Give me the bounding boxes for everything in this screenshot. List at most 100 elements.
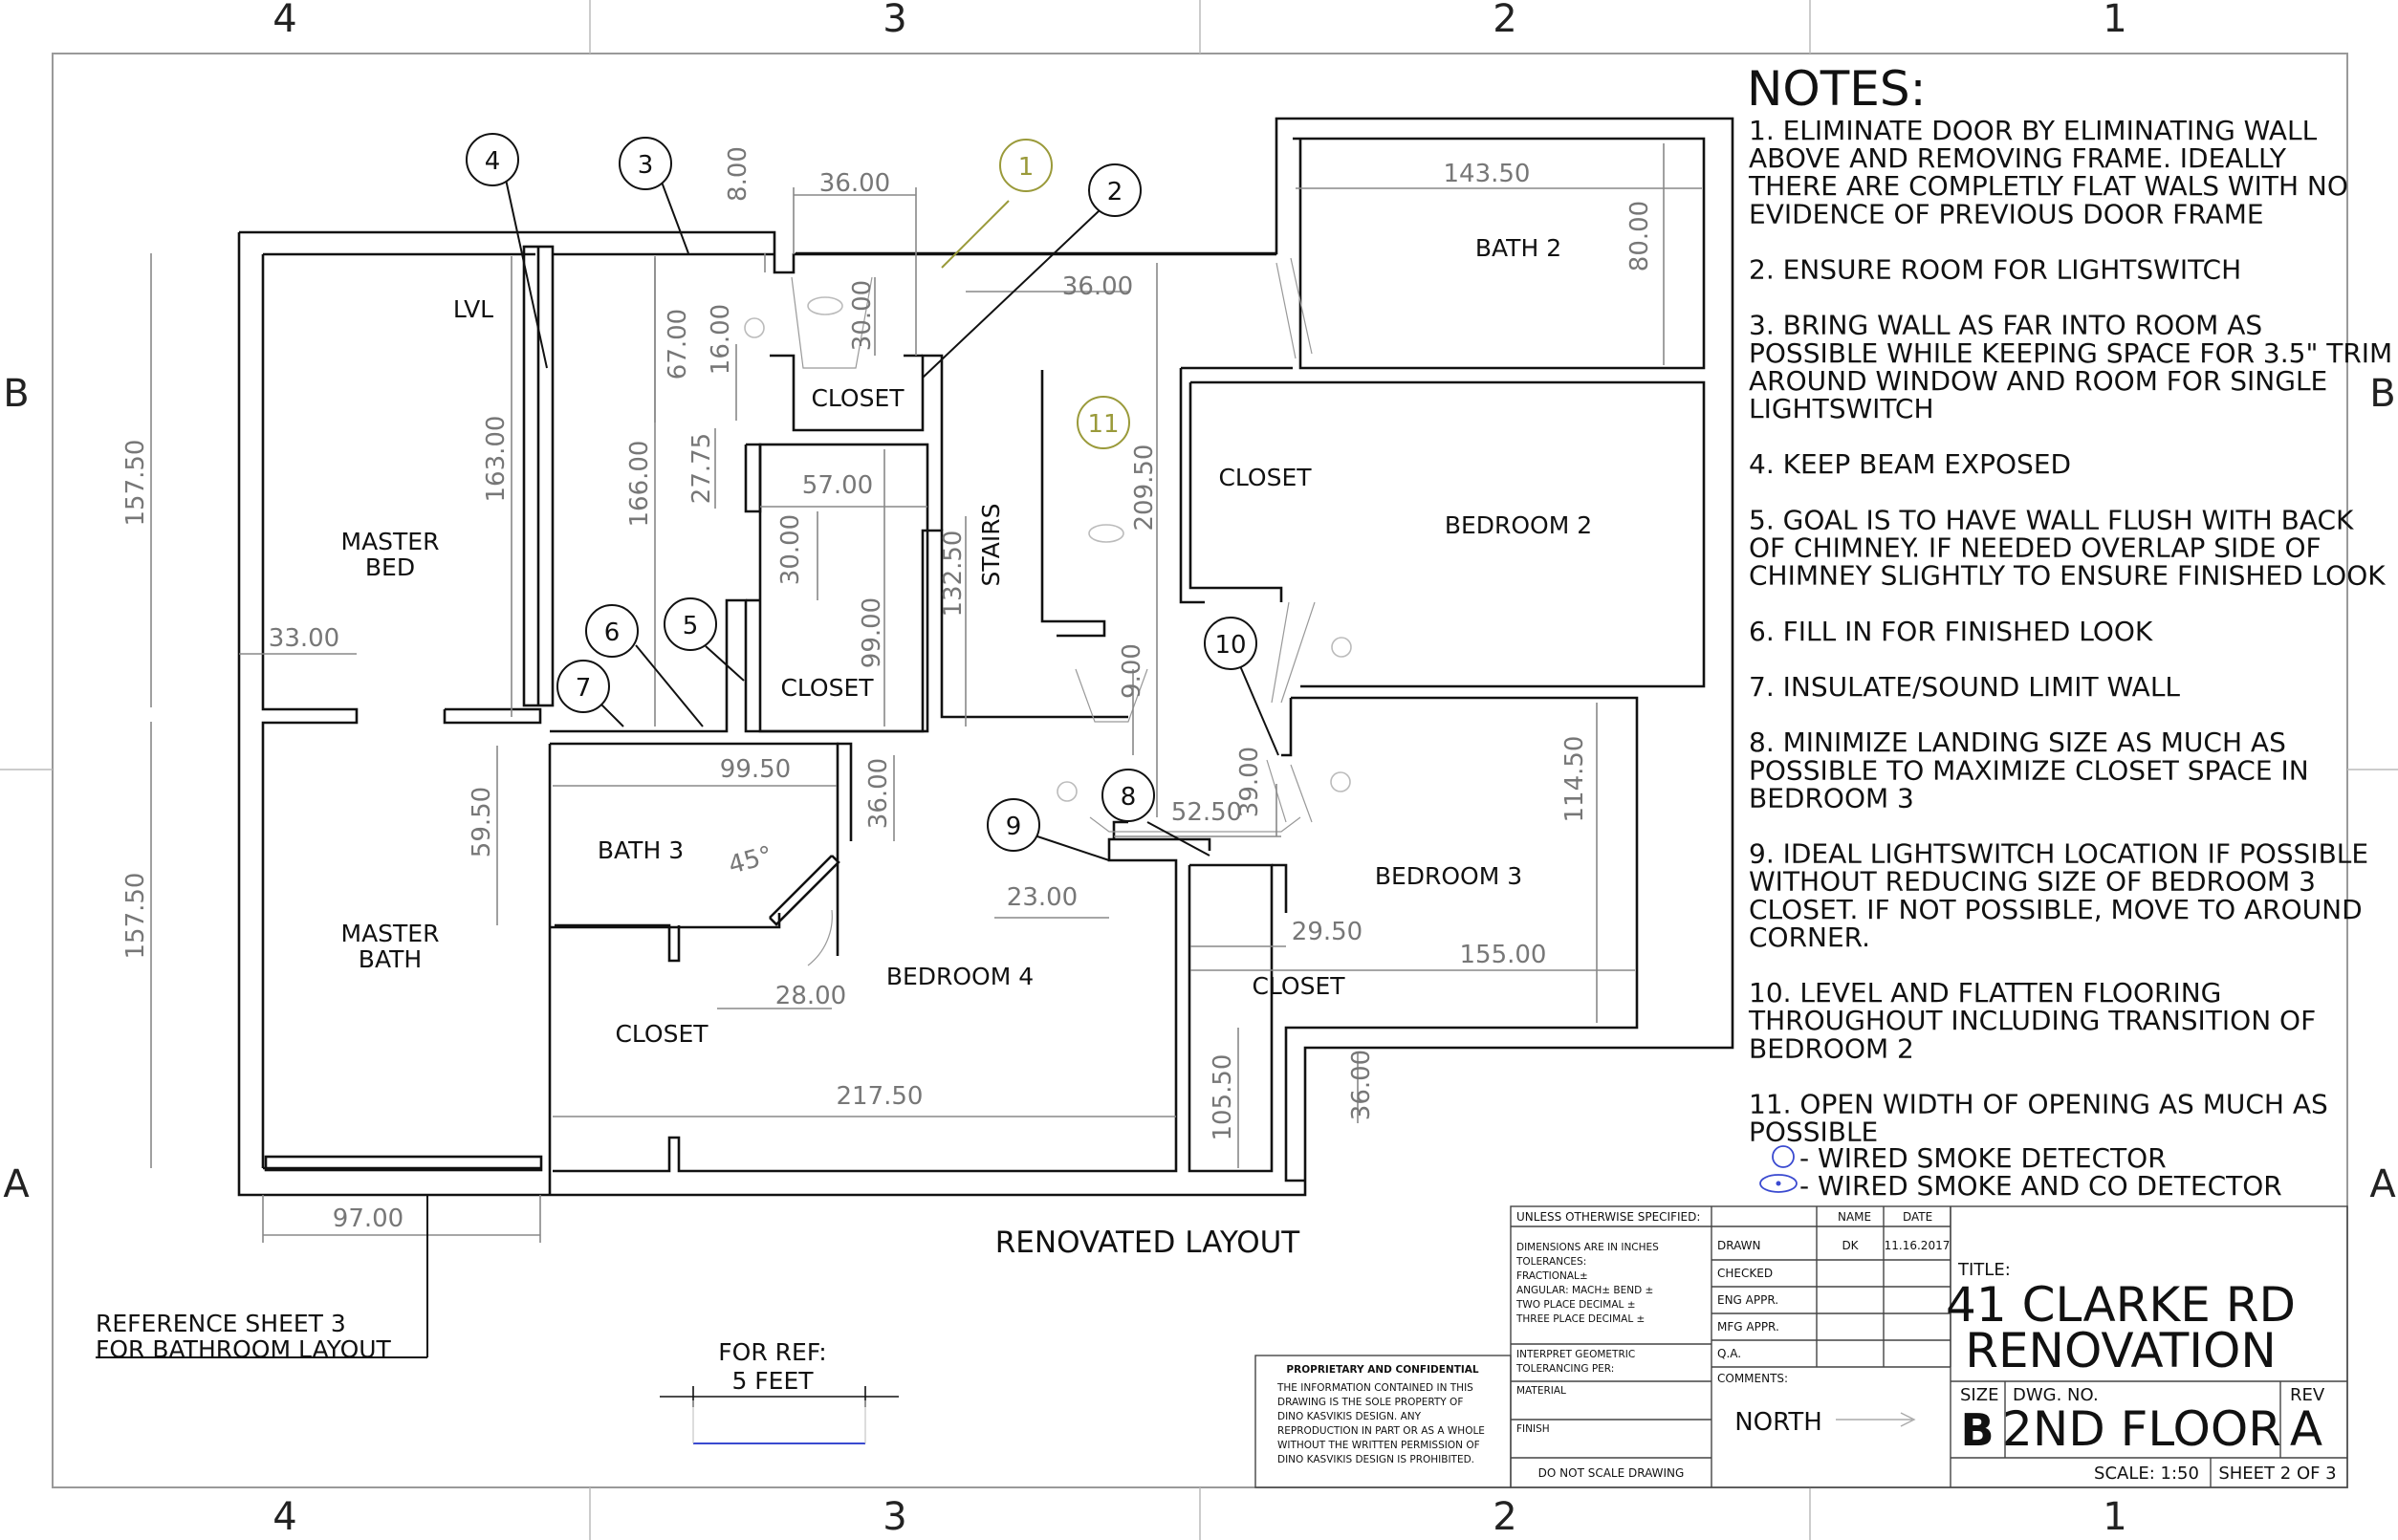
proprietary-line: DINO KASVIKIS DESIGN IS PROHIBITED. [1277,1454,1474,1465]
callout-markers: 1 2 3 4 5 6 7 8 [466,133,1257,852]
note-line: CORNER. [1749,922,1870,953]
note-line: POSSIBLE WHILE KEEPING SPACE FOR 3.5" TR… [1749,337,2392,369]
dim-36-00-c: 36.00 [864,758,893,829]
callout-8-label: 8 [1121,783,1137,812]
dim-80-00: 80.00 [1625,201,1654,271]
dim-114-50: 114.50 [1560,736,1589,823]
zone-row-a-right: A [2369,1162,2396,1206]
note-line: BEDROOM 2 [1749,1032,1914,1064]
callout-3: 3 [619,137,672,190]
dim-33-00: 33.00 [269,624,339,653]
dim-30-00-b: 30.00 [776,514,805,585]
callout-6: 6 [585,604,639,658]
note-line: WITHOUT REDUCING SIZE OF BEDROOM 3 [1749,866,2316,898]
callout-2: 2 [1088,163,1142,217]
note-line: 8. MINIMIZE LANDING SIZE AS MUCH AS [1749,727,2286,758]
dim-166-00: 166.00 [625,441,654,528]
floor-plan-walls [237,117,1734,1197]
room-label-master-bed-2: BED [365,553,415,581]
tb-title-line-2: RENOVATION [1965,1323,2277,1378]
note-line: CLOSET. IF NOT POSSIBLE, MOVE TO AROUND [1749,894,2363,925]
dim-132-50: 132.50 [939,531,968,618]
dim-143-50: 143.50 [1444,160,1531,188]
tb-rev-value: A [2290,1401,2322,1457]
zone-col-3-top: 3 [883,0,906,41]
tb-date-header: DATE [1903,1210,1932,1224]
note-line: 5. GOAL IS TO HAVE WALL FLUSH WITH BACK [1749,504,2354,535]
tb-drawn-date: 11.16.2017 [1885,1239,1951,1252]
scale-reference: FOR REF: 5 FEET [660,1338,899,1444]
note-line: CHIMNEY SLIGHTLY TO ENSURE FINISHED LOOK [1749,560,2386,592]
proprietary-notice: THE INFORMATION CONTAINED IN THISDRAWING… [1276,1382,1485,1465]
tb-size-label: SIZE [1960,1385,1998,1405]
dimension-lines [150,143,1702,1243]
dim-8-00: 8.00 [724,146,752,202]
tb-name-header: NAME [1838,1210,1871,1224]
room-label-closet-b3: CLOSET [1252,972,1345,1000]
note-line: 11. OPEN WIDTH OF OPENING AS MUCH AS [1749,1089,2328,1120]
dim-30-00-a: 30.00 [848,280,877,351]
dim-28-00: 28.00 [775,982,846,1010]
smoke-detector-icon [1057,781,1078,802]
callout-4-label: 4 [485,147,501,176]
dim-105-50: 105.50 [1209,1054,1237,1141]
dim-29-50: 29.50 [1292,918,1362,946]
callout-5-label: 5 [683,612,699,640]
callout-5: 5 [664,597,717,651]
scale-ref-label: FOR REF: [718,1338,826,1366]
callout-1: 1 [999,139,1053,192]
beam-label-lvl: LVL [453,295,493,323]
dim-23-00: 23.00 [1007,883,1078,912]
dim-155-00: 155.00 [1460,941,1547,969]
callout-11: 11 [1077,396,1130,449]
callout-10: 10 [1204,617,1257,670]
note-line: 7. INSULATE/SOUND LIMIT WALL [1749,671,2180,703]
note-line: THERE ARE COMPLETLY FLAT WALS WITH NO [1748,170,2348,202]
smoke-detector-icon [744,317,765,338]
callout-7: 7 [556,660,610,713]
dim-97-00: 97.00 [333,1204,403,1233]
smoke-detector-icon [1330,771,1351,792]
tb-tol-per: TOLERANCING PER: [1515,1363,1614,1375]
room-label-bedroom-4: BEDROOM 4 [886,963,1034,990]
dim-16-00: 16.00 [707,304,735,375]
proprietary-line: DINO KASVIKIS DESIGN. ANY [1277,1411,1422,1422]
note-line: 9. IDEAL LIGHTSWITCH LOCATION IF POSSIBL… [1749,838,2368,870]
room-labels: MASTER BED MASTER BATH CLOSET CLOSET STA… [341,234,1593,1048]
dim-67-00: 67.00 [664,309,692,380]
door-angle-label: 45° [726,841,775,880]
smoke-co-detector-legend-icon [1759,1174,1798,1193]
room-label-master-bath-1: MASTER [341,920,440,947]
tb-checked: CHECKED [1717,1267,1773,1280]
tb-dims-in: DIMENSIONS ARE IN INCHES [1516,1242,1659,1253]
tb-material: MATERIAL [1516,1385,1566,1397]
zone-row-a-left: A [3,1162,30,1206]
callout-8: 8 [1101,769,1155,822]
tb-title-label: TITLE: [1957,1260,2011,1280]
detector-legend: - WIRED SMOKE DETECTOR - WIRED SMOKE AND… [1759,1142,2282,1202]
note-line: 3. BRING WALL AS FAR INTO ROOM AS [1749,310,2262,341]
room-label-closet-b4: CLOSET [615,1020,708,1048]
room-label-master-bed-1: MASTER [341,528,440,555]
tb-size-value: B [1960,1404,1994,1456]
dim-209-50: 209.50 [1130,445,1159,531]
dim-52-50: 52.50 [1171,798,1242,827]
zone-col-1-top: 1 [2103,0,2126,41]
tb-angular: ANGULAR: MACH± BEND ± [1516,1285,1653,1296]
zone-row-b-right: B [2369,372,2395,416]
note-line: LIGHTSWITCH [1749,393,1934,424]
callout-6-label: 6 [604,618,621,647]
tb-north: NORTH [1734,1408,1822,1437]
smoke-co-detector-icon [1088,524,1124,543]
tb-qa: Q.A. [1717,1347,1741,1360]
notes-block: NOTES: 1. ELIMINATE DOOR BY ELIMINATING … [1747,61,2392,1202]
room-label-closet-top: CLOSET [811,384,905,412]
dim-36-00-d: 36.00 [1347,1050,1376,1120]
note-line: 2. ENSURE ROOM FOR LIGHTSWITCH [1749,254,2241,286]
proprietary-line: REPRODUCTION IN PART OR AS A WHOLE [1277,1425,1485,1437]
callout-leaders [96,174,1279,1358]
tb-title-line-1: 41 CLARKE RD [1946,1277,2296,1333]
note-line: 1. ELIMINATE DOOR BY ELIMINATING WALL [1749,115,2318,146]
callout-4: 4 [466,133,519,186]
